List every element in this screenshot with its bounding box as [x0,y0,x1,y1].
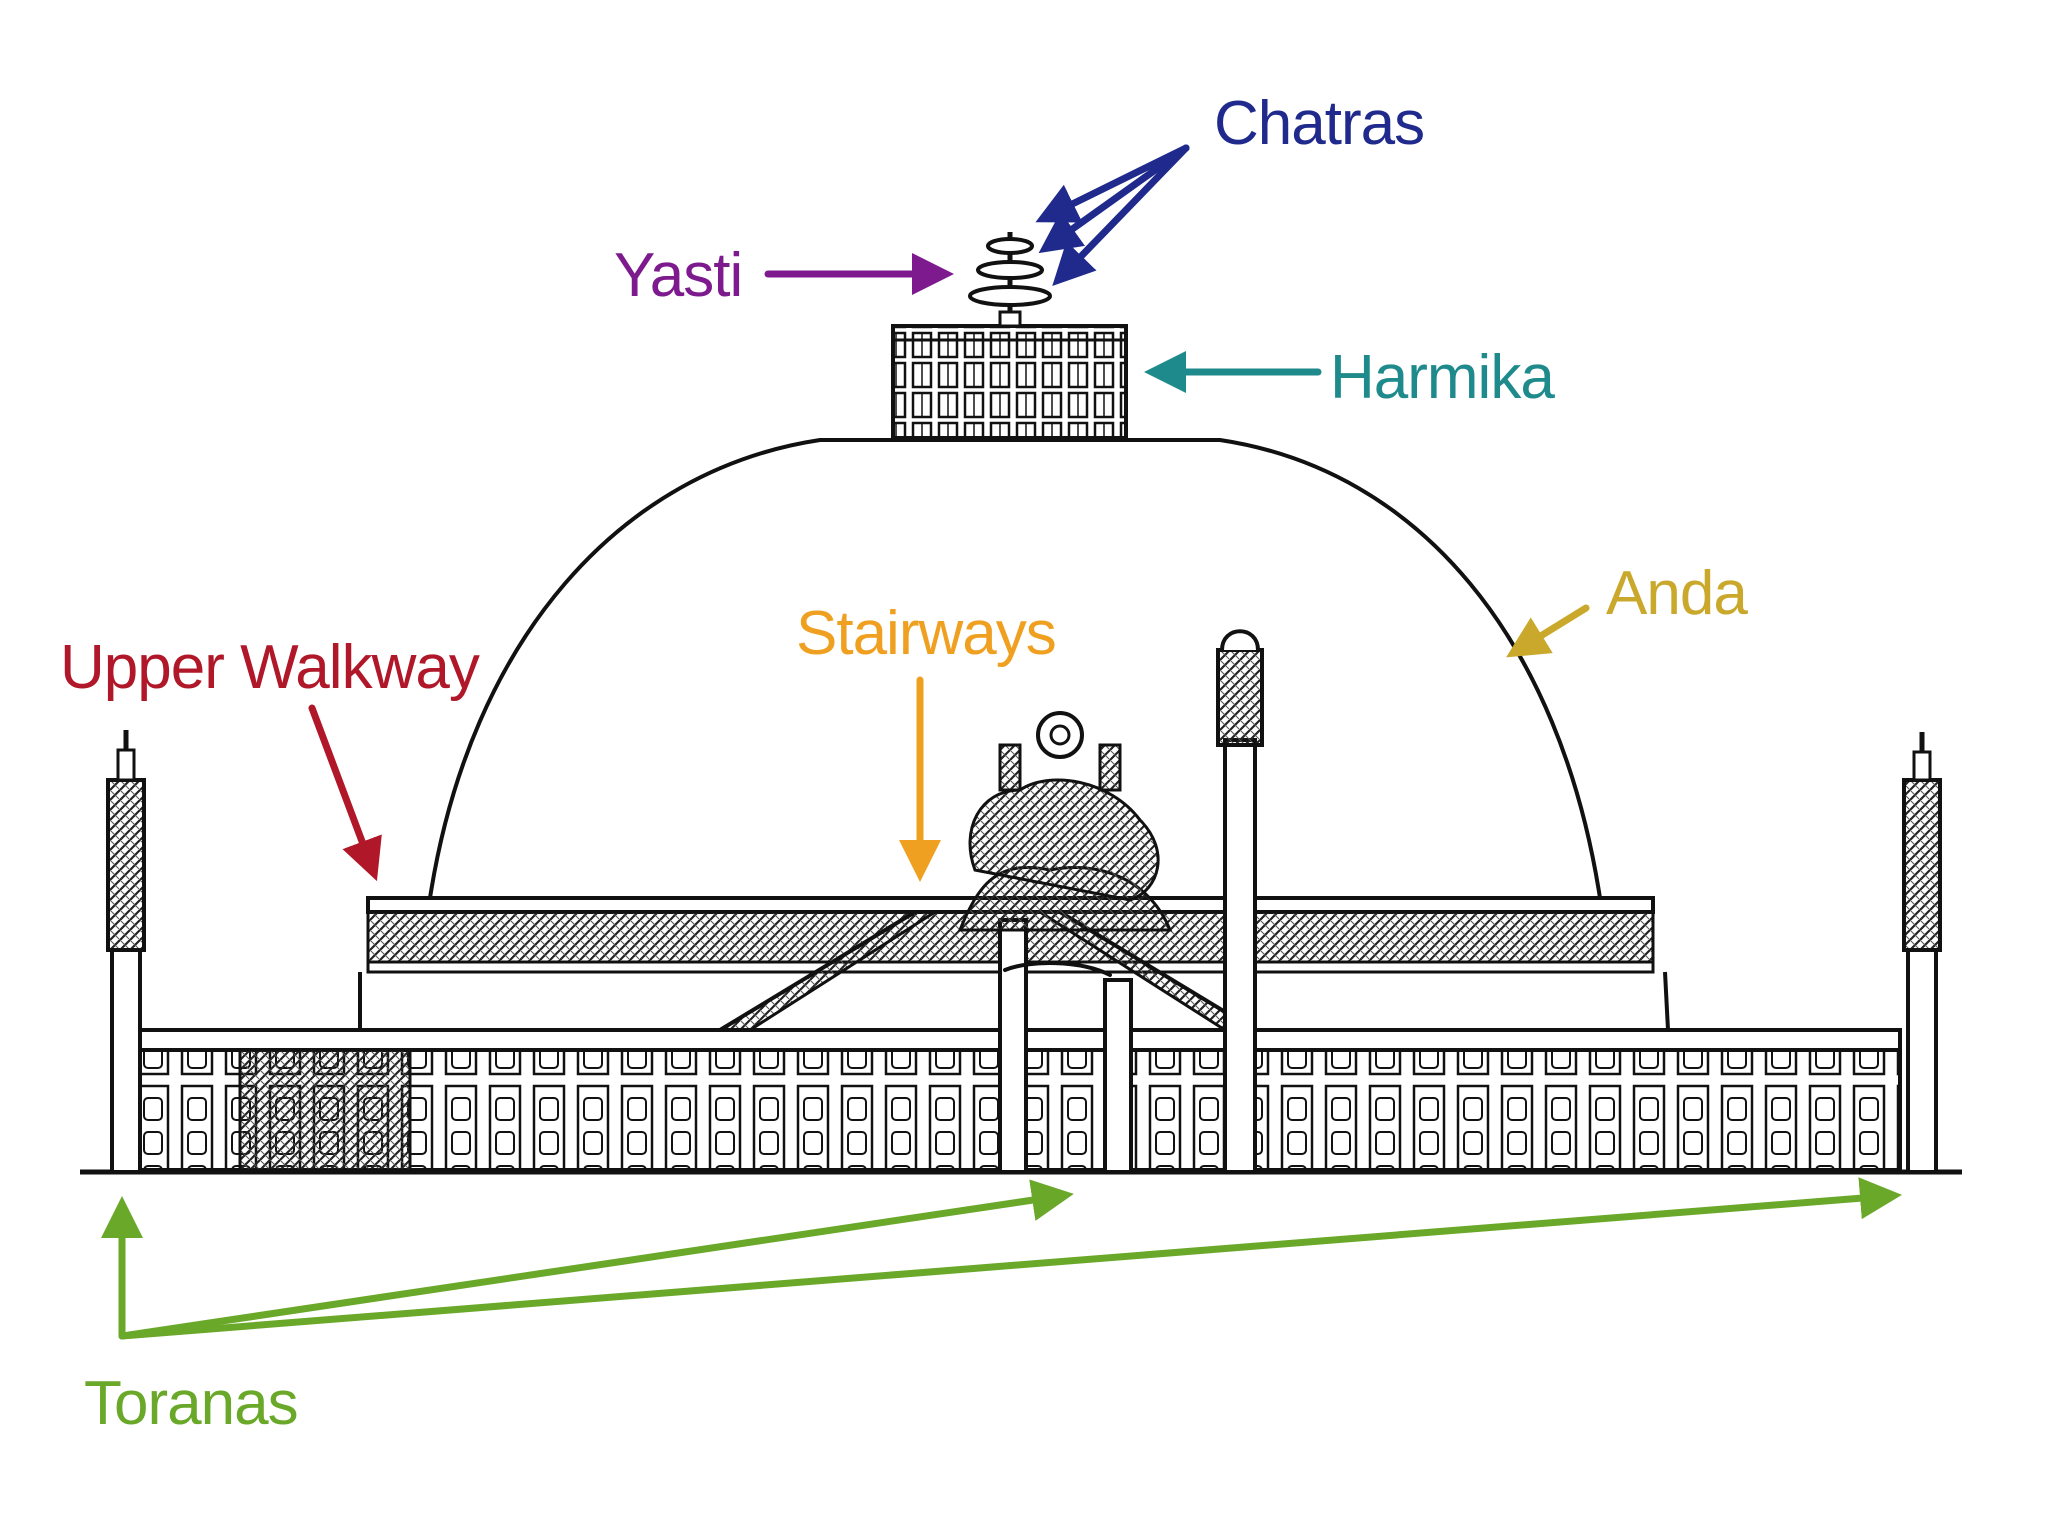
chatras-drawing [968,232,1052,328]
upper-walkway-arrow [308,704,382,882]
yasti-label: Yasti [614,241,742,310]
chatras-arrow-3 [1052,144,1190,287]
toranas-arrow-center [118,1179,1074,1340]
upper-walkway-label: Upper Walkway [60,633,480,702]
chatras-arrow-2 [1038,144,1190,254]
central-torana [957,711,1173,1174]
stairways-label: Stairways [796,599,1056,668]
left-torana [106,730,146,1174]
harmika-label: Harmika [1330,343,1555,412]
chatras-arrow-1 [1035,144,1190,223]
right-torana [1902,732,1942,1174]
toranas-label: Toranas [84,1369,298,1438]
toranas-arrow-right [118,1177,1902,1340]
anda-arrow [1506,604,1590,658]
chatras-label: Chatras [1214,89,1424,158]
harmika-drawing [891,324,1128,440]
labels: Chatras Yasti Harmika Anda Stairways Upp… [60,89,1749,1438]
stupa-drawing [80,232,1962,1175]
annotation-arrows [101,144,1902,1340]
ashoka-pillar [1216,629,1264,1174]
anda-label: Anda [1606,559,1748,628]
